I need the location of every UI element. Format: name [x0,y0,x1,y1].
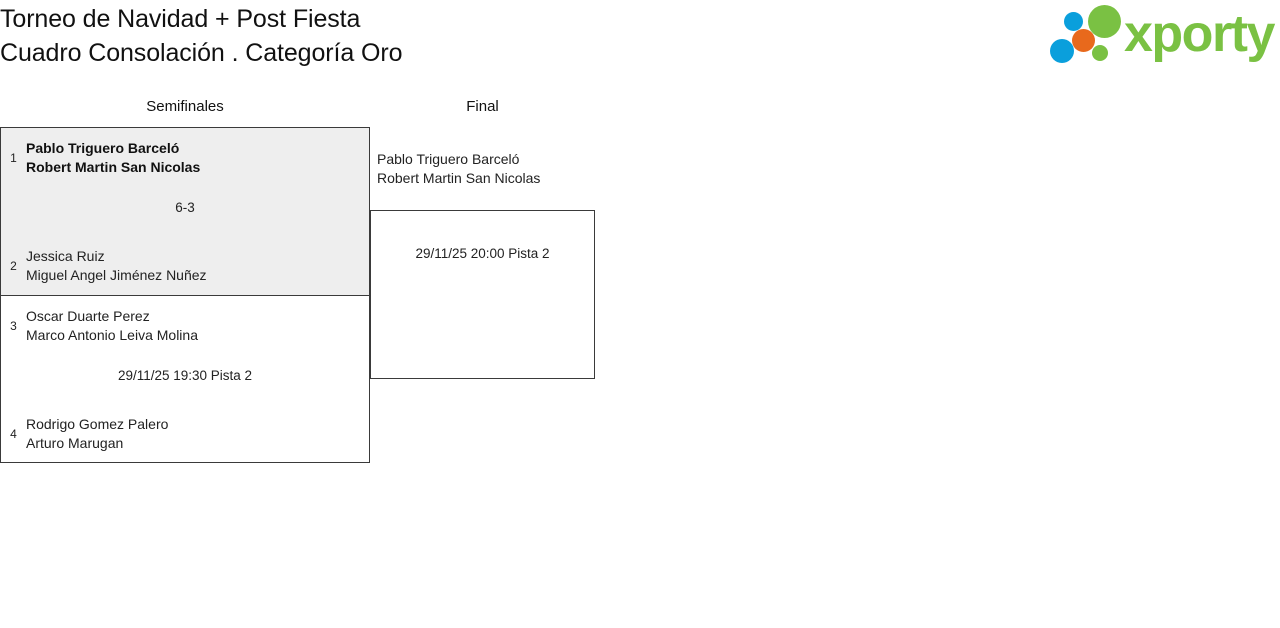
match-final[interactable]: 29/11/25 20:00 Pista 2 [370,210,595,379]
tournament-name: Torneo de Navidad + Post Fiesta [0,5,361,33]
logo-wordmark: xporty [1124,5,1275,63]
logo-dot-blue-bottom-icon [1050,39,1074,63]
match-score: 6-3 [175,200,195,215]
match-schedule: 29/11/25 19:30 Pista 2 [117,368,253,383]
team-names: Oscar Duarte Perez Marco Antonio Leiva M… [26,308,198,343]
team-names: Rodrigo Gomez Palero Arturo Marugan [26,416,169,451]
xporty-logo: xporty [1050,3,1276,65]
round-header-semifinales: Semifinales [146,98,224,115]
seed-number: 1 [10,151,17,165]
seed-number: 2 [10,259,17,273]
final-qualified-team: Pablo Triguero Barceló Robert Martin San… [377,151,541,186]
team-names: Jessica Ruiz Miguel Angel Jiménez Nuñez [26,248,207,283]
match-team-top[interactable]: 1 Pablo Triguero Barceló Robert Martin S… [1,139,369,177]
logo-dot-green-large-icon [1088,5,1121,38]
logo-dot-green-small-icon [1092,45,1108,61]
round-header-final: Final [466,98,499,115]
team-names: Pablo Triguero Barceló Robert Martin San… [26,140,201,175]
logo-dot-orange-icon [1072,29,1095,52]
match-team-bottom[interactable]: 2 Jessica Ruiz Miguel Angel Jiménez Nuñe… [1,247,369,285]
page-title: Torneo de Navidad + Post Fiesta Cuadro C… [0,2,402,70]
match-semifinal-1[interactable]: 1 Pablo Triguero Barceló Robert Martin S… [0,127,370,295]
match-team-bottom[interactable]: 4 Rodrigo Gomez Palero Arturo Marugan [1,415,369,453]
logo-dots-icon [1050,3,1128,65]
seed-number: 4 [10,427,17,441]
tournament-category: Cuadro Consolación . Categoría Oro [0,39,403,67]
match-semifinal-2[interactable]: 3 Oscar Duarte Perez Marco Antonio Leiva… [0,295,370,463]
seed-number: 3 [10,319,17,333]
final-schedule: 29/11/25 20:00 Pista 2 [415,246,550,261]
match-team-top[interactable]: 3 Oscar Duarte Perez Marco Antonio Leiva… [1,307,369,345]
logo-dot-blue-top-icon [1064,12,1083,31]
